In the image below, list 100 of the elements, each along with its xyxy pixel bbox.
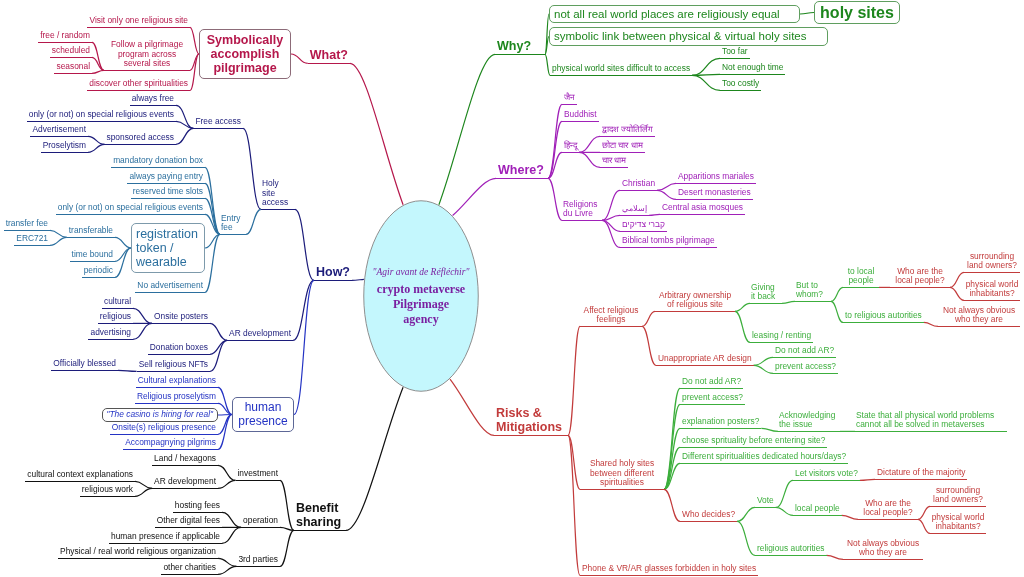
- branch-line: [87, 143, 106, 153]
- branch-line: [217, 565, 237, 575]
- branch-line: [279, 526, 295, 531]
- branch-line: [175, 120, 194, 129]
- branch-line: [691, 74, 721, 91]
- topic-label: Not enough time: [720, 63, 786, 75]
- topic-label: Too costly: [720, 79, 762, 91]
- topic-label: cultural: [102, 297, 133, 309]
- topic-label: Not always obvious who they are: [938, 305, 1020, 327]
- topic-label: explanation posters?: [680, 417, 762, 429]
- topic-label: Central asia mosques: [660, 203, 745, 215]
- branch-line: [221, 511, 242, 528]
- branch-line: [349, 62, 404, 206]
- branch-line: [345, 386, 404, 531]
- topic-label: hosting fees: [172, 501, 222, 513]
- topic-label: Giving it back: [750, 282, 782, 304]
- branch-line: [175, 127, 194, 145]
- branch-line: [825, 554, 844, 560]
- branch-line: [217, 479, 237, 489]
- topic-label: Affect religious feelings: [580, 305, 642, 327]
- topic-box: "The casino is hiring for real": [101, 408, 218, 422]
- branch-line: [830, 286, 844, 302]
- branch-line: [351, 278, 365, 281]
- branch-line: [781, 300, 796, 304]
- branch-line: [663, 446, 681, 490]
- branch-line: [775, 479, 794, 508]
- topic-label: State that all physical world problems cannot all be solved in metaverses: [855, 410, 1007, 432]
- topic-label: हिन्दू: [562, 141, 579, 153]
- branch-heading: Why?: [495, 39, 545, 55]
- topic-label: Not always obvious who they are: [843, 538, 923, 560]
- branch-line: [209, 339, 228, 372]
- branch-line: [656, 189, 677, 200]
- branch-line: [601, 189, 621, 221]
- topic-label: mandatory donation box: [111, 156, 205, 168]
- topic-label: छोटा चार धाम: [600, 141, 645, 153]
- branch-line: [449, 378, 495, 436]
- branch-heading: How?: [313, 265, 352, 281]
- branch-line: [189, 53, 200, 91]
- topic-label: physical world inhabitants?: [930, 512, 986, 534]
- branch-line: [949, 271, 965, 288]
- topic-label: Physical / real world religious organization: [58, 547, 218, 559]
- topic-label: surrounding land owners?: [964, 251, 1020, 273]
- central-title: crypto metaverse Pilgrimage agency: [375, 281, 467, 327]
- topic-label: Shared holy sites between different spiritualities: [580, 459, 664, 490]
- topic-label: Desert monasteries: [676, 188, 753, 200]
- branch-line: [949, 286, 965, 301]
- branch-heading: Benefit sharing: [294, 501, 346, 531]
- branch-line: [601, 219, 621, 248]
- topic-label: Who decides?: [680, 510, 738, 522]
- topic-box: human presence: [232, 397, 294, 432]
- branch-line: [209, 339, 228, 355]
- branch-line: [544, 53, 551, 76]
- branch-line: [290, 53, 309, 64]
- branch-line: [878, 286, 891, 288]
- topic-label: Cultural explanations: [135, 376, 218, 388]
- branch-heading: What?: [307, 48, 350, 64]
- branch-line: [656, 182, 677, 191]
- branch-line: [204, 182, 221, 235]
- branch-line: [204, 166, 221, 235]
- topic-label: transferable: [66, 226, 115, 238]
- topic-label: Unappropriate AR design: [656, 354, 754, 366]
- branch-line: [91, 69, 105, 74]
- branch-line: [294, 208, 315, 281]
- topic-label: only (or not) on special religious events: [55, 203, 205, 215]
- branch-heading: Where?: [496, 163, 548, 179]
- topic-label: always free: [129, 94, 176, 106]
- branch-line: [775, 506, 794, 516]
- topic-label: discover other spiritualities: [87, 79, 190, 91]
- branch-line: [663, 488, 681, 522]
- branch-line: [293, 279, 315, 416]
- topic-label: advertising: [88, 328, 133, 340]
- branch-line: [189, 26, 200, 55]
- topic-box: Symbolically accomplish pilgrimage: [199, 29, 291, 79]
- topic-label: Phone & VR/AR glasses forbidden in holy sites: [580, 564, 759, 576]
- branch-line: [132, 307, 153, 324]
- topic-label: Dictature of the majority: [875, 468, 968, 480]
- topic-label: Holy site access: [261, 179, 295, 210]
- topic-label: free / random: [38, 31, 92, 43]
- branch-line: [204, 233, 221, 249]
- branch-line: [547, 177, 563, 221]
- motto-text: "Agir avant de Réfléchir": [372, 265, 470, 278]
- topic-label: إسلامي: [620, 204, 649, 216]
- branch-line: [799, 11, 815, 15]
- topic-label: periodic: [81, 266, 115, 278]
- branch-line: [204, 213, 221, 235]
- branch-line: [91, 56, 105, 71]
- branch-line: [663, 462, 681, 490]
- topic-label: Follow a pilgrimage program across several sites: [104, 40, 190, 71]
- branch-line: [292, 279, 315, 341]
- topic-label: Onsite(s) religious presence: [109, 423, 218, 435]
- branch-line: [204, 197, 221, 235]
- branch-line: [578, 151, 601, 168]
- branch-line: [547, 103, 563, 179]
- topic-label: physical world sites difficult to access: [550, 64, 693, 76]
- topic-label: Arbitrary ownership of religious site: [655, 290, 735, 312]
- branch-line: [134, 487, 153, 497]
- topic-label: द्वादश ज्योतिर्लिंग: [600, 125, 656, 137]
- topic-label: Acknowledging the issue: [778, 410, 840, 432]
- topic-label: other charities: [161, 563, 218, 575]
- topic-label: चार धाम: [600, 156, 629, 168]
